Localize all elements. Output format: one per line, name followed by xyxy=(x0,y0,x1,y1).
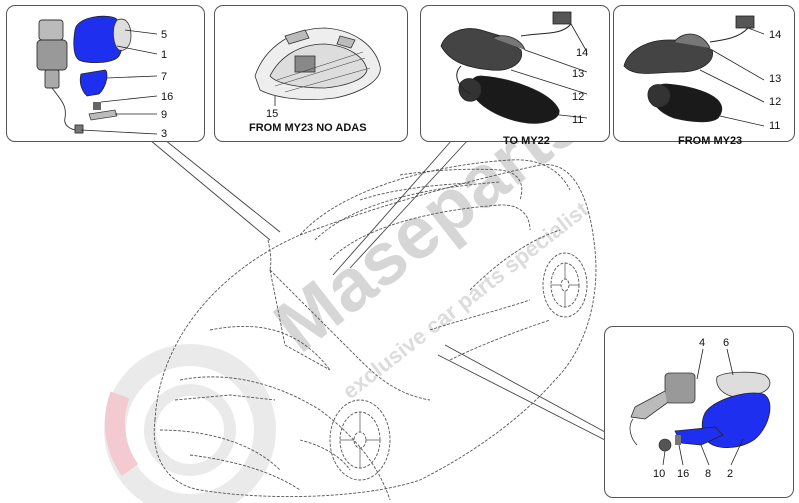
mirror-cable-2 xyxy=(456,65,472,95)
callout-5: 5 xyxy=(161,29,167,41)
callout-7: 7 xyxy=(161,71,167,83)
callout-16: 16 xyxy=(161,91,173,103)
callout-6: 6 xyxy=(723,337,729,349)
mirror-cover-highlight xyxy=(79,69,108,97)
bracket-ribs xyxy=(274,51,371,93)
panel-camera-bracket: 15 FROM MY23 NO ADAS xyxy=(214,5,408,142)
car-body xyxy=(153,159,597,501)
mirror-glass-highlight xyxy=(73,15,123,64)
mirror-cable xyxy=(520,23,572,37)
callout-13-b: 13 xyxy=(769,73,781,85)
wheel-spokes xyxy=(340,263,579,468)
panel-rear-mirror-from-my23: 14 13 12 11 FROM MY23 xyxy=(613,5,795,147)
callout-15: 15 xyxy=(266,108,278,120)
bracket-illustration xyxy=(254,27,381,100)
right-mirror-shell xyxy=(716,371,771,398)
callout-14: 14 xyxy=(576,47,588,59)
callout-12: 12 xyxy=(572,91,584,103)
caption-from-my23: FROM MY23 xyxy=(678,135,743,147)
callout-11: 11 xyxy=(572,114,583,126)
mirror-trim xyxy=(88,109,118,121)
panel-side-mirror-right: 4 6 10 16 8 2 xyxy=(604,326,794,498)
mirror-clip xyxy=(93,102,101,110)
panel-rear-mirror-to-my22: 14 13 12 11 TO MY22 xyxy=(420,5,610,147)
callout-3: 3 xyxy=(161,128,167,140)
callout-4: 4 xyxy=(699,337,705,349)
right-mirror-screw xyxy=(658,438,672,452)
callout-10: 10 xyxy=(653,468,665,480)
new-mirror-cable xyxy=(709,27,749,43)
callout-13: 13 xyxy=(572,68,584,80)
callout-1: 1 xyxy=(161,49,167,61)
callout-12-b: 12 xyxy=(769,96,781,108)
callout-8: 8 xyxy=(705,468,711,480)
mirror-shell xyxy=(113,18,132,51)
callout-9: 9 xyxy=(161,109,167,121)
caption-from-my23-no-adas: FROM MY23 NO ADAS xyxy=(249,122,367,134)
right-mirror-clip xyxy=(675,435,681,445)
mirror-motor-illustration xyxy=(36,19,84,134)
leader-lines xyxy=(149,139,606,441)
rear-mirror-new-illustration xyxy=(623,15,755,123)
right-mirror-motor-illustration xyxy=(629,372,696,446)
caption-to-my22: TO MY22 xyxy=(503,135,550,147)
panel-side-mirror-left: 5 1 7 16 9 3 xyxy=(6,5,205,142)
callout-11-b: 11 xyxy=(769,120,780,132)
watermark-logo xyxy=(104,344,276,503)
rear-mirror-illustration xyxy=(440,11,572,124)
callout-14-b: 14 xyxy=(769,29,781,41)
callout-2: 2 xyxy=(727,468,733,480)
callout-16-b: 16 xyxy=(677,468,689,480)
